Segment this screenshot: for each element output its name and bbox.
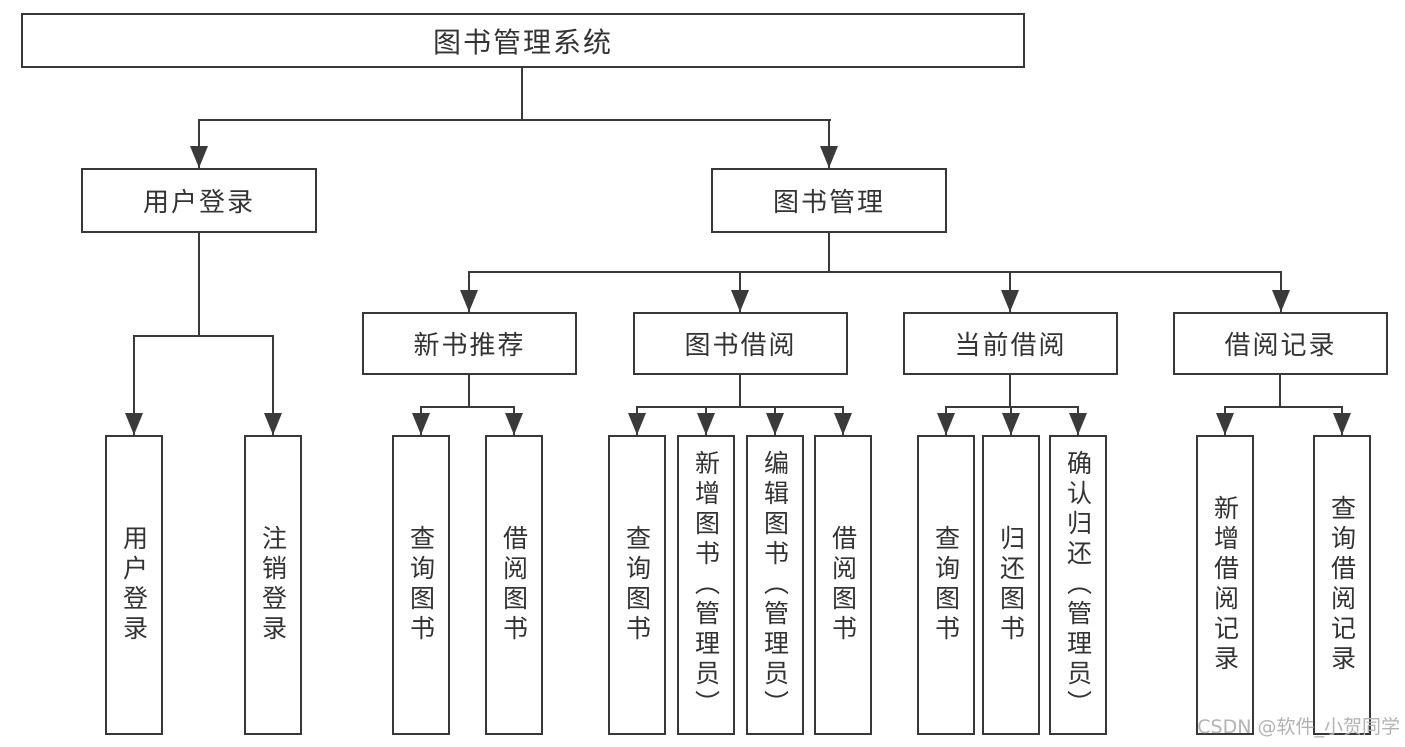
arrow-down-icon	[190, 146, 208, 168]
arrow-down-icon	[125, 413, 143, 435]
connector-to-leaf-user-login	[133, 335, 135, 435]
node-new-book-recommend: 新书推荐	[362, 312, 577, 375]
connector-book-management-stem	[828, 233, 830, 273]
leaf-borrow-books-borrowing: 借阅图书	[814, 435, 872, 735]
leaf-label: 借阅图书	[499, 525, 529, 645]
leaf-label: 查询图书	[406, 525, 436, 645]
connector-user-login-bus	[133, 335, 274, 337]
leaf-query-borrow-record: 查询借阅记录	[1313, 435, 1371, 735]
connector-current-borrow-bus	[945, 406, 1079, 408]
arrow-down-icon	[264, 413, 282, 435]
connector-book-borrow-bus	[636, 406, 844, 408]
leaf-add-borrow-record: 新增借阅记录	[1196, 435, 1254, 735]
arrow-down-icon	[937, 413, 955, 435]
connector-root-to-book-management	[828, 119, 830, 168]
watermark: CSDN @软件_小贺同学	[1197, 716, 1400, 738]
node-borrowing-records: 借阅记录	[1173, 312, 1388, 375]
arrow-down-icon	[505, 413, 523, 435]
arrow-down-icon	[834, 413, 852, 435]
node-label: 图书管理系统	[432, 25, 613, 59]
node-label: 图书借阅	[684, 331, 797, 361]
node-label: 用户登录	[142, 188, 255, 218]
arrow-down-icon	[820, 146, 838, 168]
leaf-label: 借阅图书	[828, 525, 858, 645]
leaf-user-login: 用户登录	[105, 435, 163, 735]
leaf-label: 编辑图书（管理员）	[760, 450, 790, 720]
leaf-add-book-admin: 新增图书（管理员）	[677, 435, 735, 735]
connector-book-borrow-stem	[739, 375, 741, 408]
leaf-label: 确认归还（管理员）	[1063, 450, 1093, 720]
leaf-label: 归还图书	[996, 525, 1026, 645]
connector-book-management-bus	[468, 271, 1282, 273]
node-user-login-branch: 用户登录	[81, 168, 317, 233]
arrow-down-icon	[1272, 290, 1290, 312]
connector-to-leaf-logout	[272, 335, 274, 435]
connector-borrow-record-bus	[1224, 406, 1343, 408]
arrow-down-icon	[1001, 290, 1019, 312]
leaf-label: 注销登录	[258, 525, 288, 645]
leaf-confirm-return-admin: 确认归还（管理员）	[1049, 435, 1107, 735]
leaf-label: 查询借阅记录	[1327, 495, 1357, 675]
connector-new-book-bus	[420, 406, 515, 408]
leaf-borrow-books-recommend: 借阅图书	[485, 435, 543, 735]
connector-user-login-stem	[198, 233, 200, 337]
node-book-management-branch: 图书管理	[711, 168, 947, 233]
leaf-edit-book-admin: 编辑图书（管理员）	[746, 435, 804, 735]
arrow-down-icon	[1002, 413, 1020, 435]
leaf-label: 新增图书（管理员）	[691, 450, 721, 720]
connector-borrow-record-stem	[1279, 375, 1281, 408]
arrow-down-icon	[628, 413, 646, 435]
leaf-return-book: 归还图书	[982, 435, 1040, 735]
node-current-borrowing: 当前借阅	[903, 312, 1118, 375]
arrow-down-icon	[1333, 413, 1351, 435]
connector-root-stem	[521, 68, 523, 121]
arrow-down-icon	[460, 290, 478, 312]
arrow-down-icon	[731, 290, 749, 312]
arrow-down-icon	[766, 413, 784, 435]
node-label: 新书推荐	[413, 331, 526, 361]
connector-new-book-stem	[468, 375, 470, 408]
node-label: 借阅记录	[1224, 331, 1337, 361]
connector-root-bus	[198, 119, 831, 121]
leaf-query-books-borrowing: 查询图书	[608, 435, 666, 735]
node-label: 当前借阅	[954, 331, 1067, 361]
connector-current-borrow-stem	[1009, 375, 1011, 408]
node-label: 图书管理	[772, 188, 885, 218]
leaf-label: 用户登录	[119, 525, 149, 645]
node-library-management-system: 图书管理系统	[21, 13, 1025, 68]
arrow-down-icon	[1216, 413, 1234, 435]
leaf-query-books-recommend: 查询图书	[392, 435, 450, 735]
leaf-logout: 注销登录	[244, 435, 302, 735]
connector-root-to-user-login	[198, 119, 200, 168]
leaf-label: 新增借阅记录	[1210, 495, 1240, 675]
arrow-down-icon	[697, 413, 715, 435]
leaf-label: 查询图书	[622, 525, 652, 645]
leaf-query-books-current: 查询图书	[917, 435, 975, 735]
node-book-borrowing: 图书借阅	[633, 312, 848, 375]
leaf-label: 查询图书	[931, 525, 961, 645]
arrow-down-icon	[412, 413, 430, 435]
arrow-down-icon	[1069, 413, 1087, 435]
